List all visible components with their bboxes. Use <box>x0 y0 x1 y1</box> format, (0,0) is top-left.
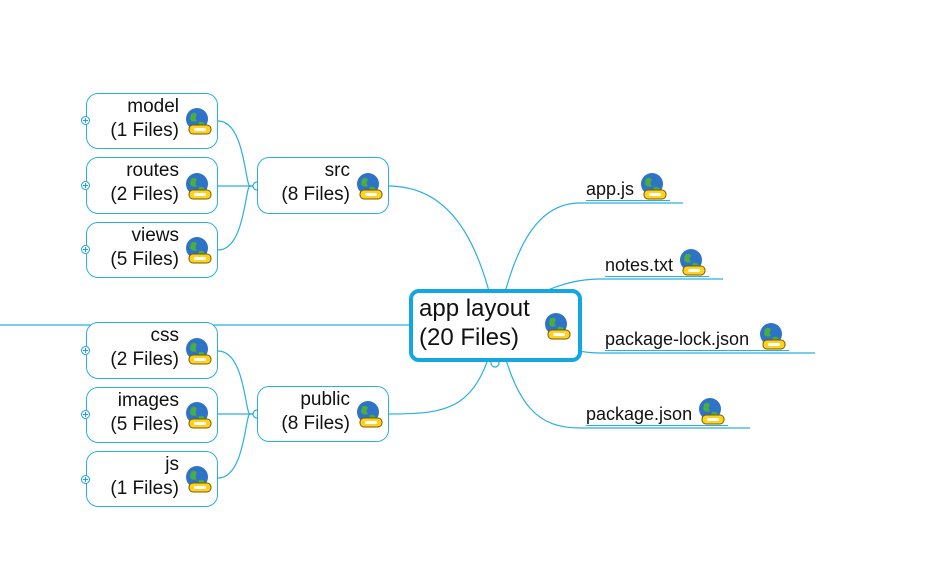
globe-link-icon[interactable] <box>542 311 572 341</box>
globe-link-icon[interactable] <box>183 336 213 366</box>
css-name: css <box>150 325 180 346</box>
expand-plus-icon[interactable] <box>81 116 90 125</box>
images-node[interactable]: images (5 Files) <box>86 387 218 443</box>
globe-link-icon[interactable] <box>696 396 726 426</box>
file-app-js-label: app.js <box>586 179 635 199</box>
globe-link-icon[interactable] <box>183 106 213 136</box>
globe-link-icon[interactable] <box>677 247 707 277</box>
css-count: (2 Files) <box>110 349 179 370</box>
globe-link-icon[interactable] <box>183 400 213 430</box>
js-count: (1 Files) <box>110 478 179 499</box>
root-node[interactable]: app layout (20 Files) <box>409 289 582 362</box>
routes-count: (2 Files) <box>110 184 179 205</box>
file-package-lock-json-label: package-lock.json <box>605 329 750 349</box>
expand-plus-icon[interactable] <box>81 346 90 355</box>
public-node[interactable]: public (8 Files) <box>257 386 389 442</box>
file-package-lock-json[interactable]: package-lock.json <box>605 323 790 351</box>
expand-plus-icon[interactable] <box>81 181 90 190</box>
js-name: js <box>165 454 179 475</box>
globe-link-icon[interactable] <box>183 464 213 494</box>
images-count: (5 Files) <box>110 414 179 435</box>
globe-link-icon[interactable] <box>183 235 213 265</box>
globe-link-icon[interactable] <box>757 321 787 351</box>
src-node[interactable]: src (8 Files) <box>257 157 389 214</box>
expand-plus-icon[interactable] <box>81 475 90 484</box>
routes-name: routes <box>126 160 179 181</box>
globe-link-icon[interactable] <box>354 171 384 201</box>
public-name: public <box>300 389 350 410</box>
globe-link-icon[interactable] <box>183 171 213 201</box>
file-package-json[interactable]: package.json <box>586 398 729 426</box>
model-count: (1 Files) <box>110 120 179 141</box>
src-name: src <box>324 160 350 181</box>
views-node[interactable]: views (5 Files) <box>86 222 218 278</box>
globe-link-icon[interactable] <box>638 171 668 201</box>
file-notes-txt-label: notes.txt <box>605 255 674 275</box>
file-app-js[interactable]: app.js <box>586 173 671 201</box>
model-node[interactable]: model (1 Files) <box>86 93 218 149</box>
images-name: images <box>117 390 179 411</box>
src-count: (8 Files) <box>281 184 350 205</box>
public-count: (8 Files) <box>281 413 350 434</box>
root-title: app layout <box>419 295 530 322</box>
model-name: model <box>127 96 179 117</box>
file-package-json-label: package.json <box>586 404 693 424</box>
expand-plus-icon[interactable] <box>81 245 90 254</box>
expand-plus-icon[interactable] <box>81 410 90 419</box>
views-name: views <box>131 225 179 246</box>
routes-node[interactable]: routes (2 Files) <box>86 157 218 214</box>
globe-link-icon[interactable] <box>354 399 384 429</box>
root-count: (20 Files) <box>419 324 520 351</box>
file-notes-txt[interactable]: notes.txt <box>605 249 710 277</box>
views-count: (5 Files) <box>110 249 179 270</box>
css-node[interactable]: css (2 Files) <box>86 322 218 379</box>
js-node[interactable]: js (1 Files) <box>86 451 218 507</box>
